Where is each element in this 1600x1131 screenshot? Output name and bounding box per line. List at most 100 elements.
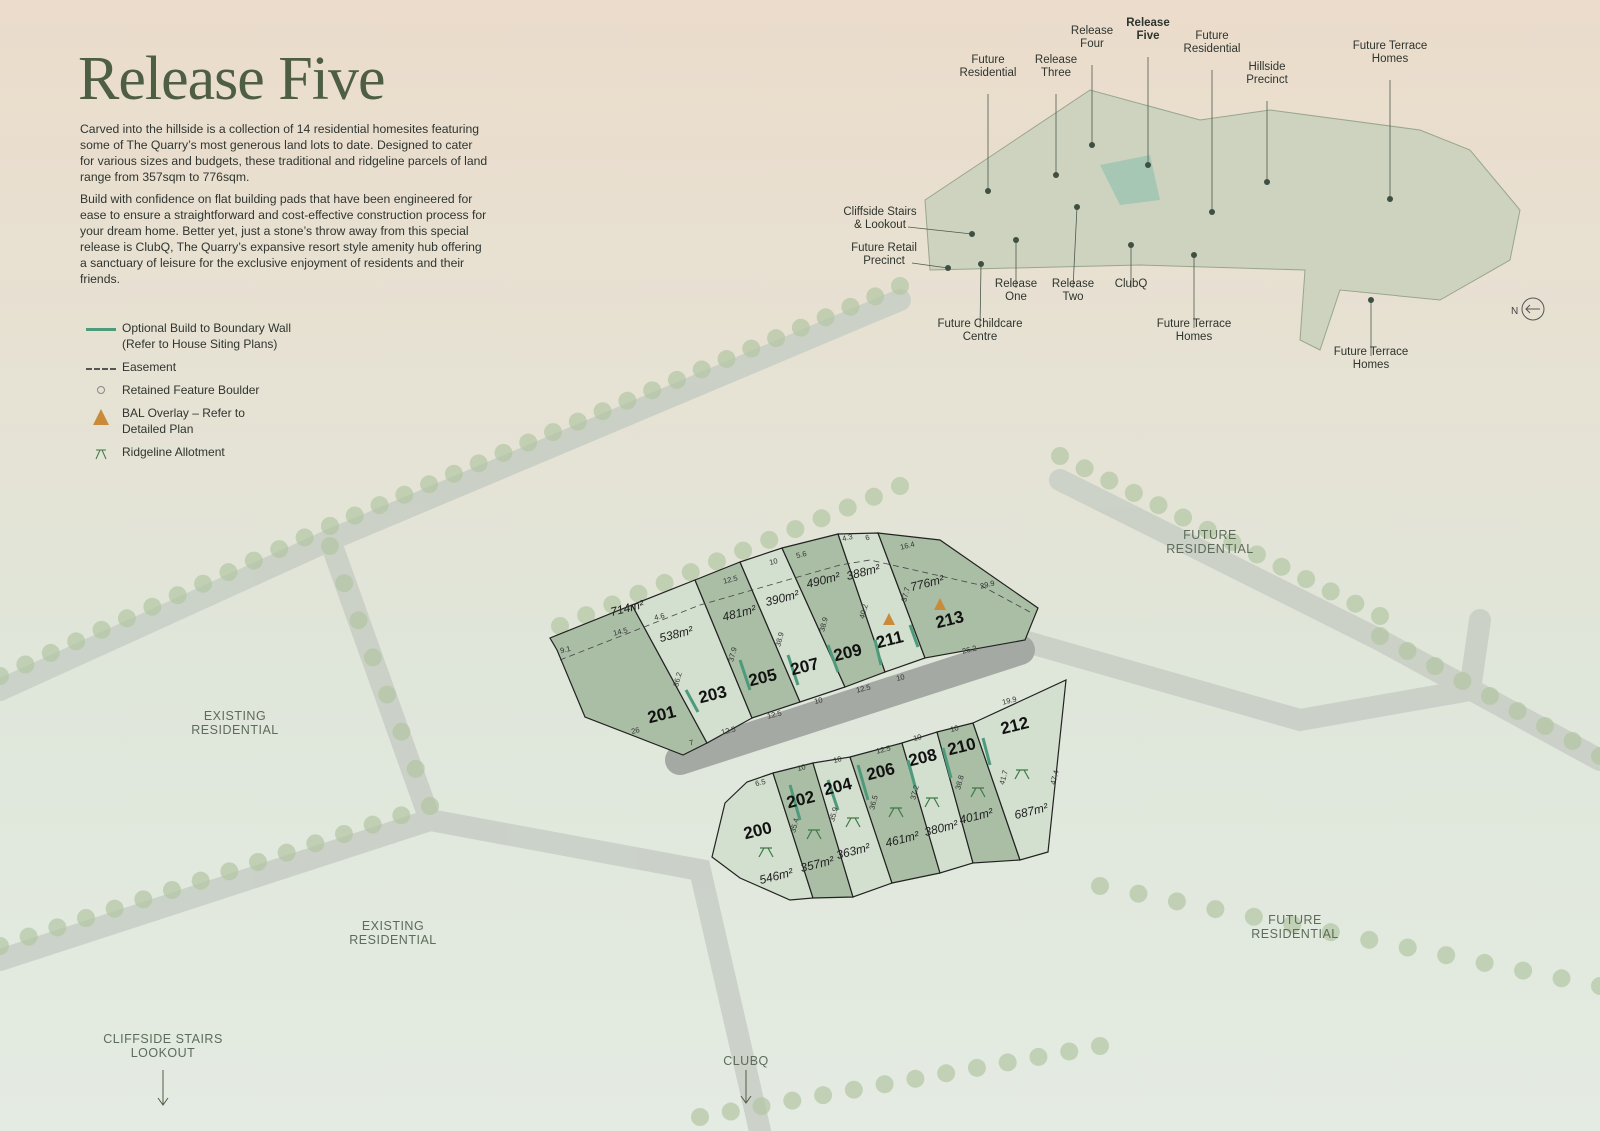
dimension-label: 12.5: [855, 682, 871, 694]
tree: [838, 498, 857, 517]
lot-213[interactable]: [877, 532, 1039, 659]
tree: [1091, 877, 1109, 895]
dashed-line-icon: [86, 368, 116, 370]
north-arrow: N: [1511, 297, 1545, 321]
inset-label-line1: Release: [1071, 25, 1113, 37]
dimension-label: 12.5: [722, 573, 738, 585]
tree: [16, 655, 35, 674]
tree: [270, 540, 289, 559]
tree: [1321, 582, 1340, 601]
triangle-icon: [93, 409, 109, 425]
tree: [277, 843, 296, 862]
area-label-line2: RESIDENTIAL: [191, 723, 278, 737]
tree: [816, 308, 835, 327]
bal-triangle-icon: [883, 613, 895, 625]
inset-label-line1: Release: [1126, 17, 1169, 29]
tree: [691, 1108, 709, 1126]
legend-sublabel: (Refer to House Siting Plans): [122, 337, 278, 351]
tree: [1371, 627, 1389, 645]
ridgeline-icon: [845, 817, 861, 828]
tree: [370, 496, 389, 515]
inset-label-line1: Future: [971, 54, 1004, 66]
location-dot-icon: [1053, 172, 1059, 178]
lot-200[interactable]: [711, 772, 814, 901]
tree: [1100, 471, 1119, 490]
masterplan-inset: FutureResidentialReleaseThreeReleaseFour…: [843, 17, 1545, 371]
inset-label-line2: Homes: [1176, 331, 1213, 343]
tree: [593, 402, 612, 421]
tree: [363, 648, 382, 667]
ridgeline-icon: [1014, 769, 1030, 780]
tree: [760, 530, 779, 549]
tree: [1481, 687, 1499, 705]
inset-label-line2: Three: [1041, 67, 1071, 79]
location-dot-icon: [1387, 196, 1393, 202]
tree: [1124, 483, 1143, 502]
tree: [1075, 459, 1094, 478]
inset-labels: FutureResidentialReleaseThreeReleaseFour…: [843, 17, 1427, 371]
tree: [519, 433, 538, 452]
tree: [191, 871, 210, 890]
area-label-line1: EXISTING: [204, 709, 266, 723]
inset-label-line1: Future Childcare: [937, 318, 1022, 330]
dimension-label: 9.1: [559, 644, 571, 655]
dimension-label: 10: [796, 762, 806, 773]
tree: [655, 573, 674, 592]
intro-paragraph: Build with confidence on flat building p…: [80, 192, 487, 286]
tree: [1247, 545, 1266, 564]
inset-label-line1: Future Terrace: [1353, 40, 1428, 52]
tree: [134, 890, 153, 909]
inset-label-line2: Homes: [1353, 359, 1390, 371]
trees: [0, 277, 1600, 1126]
tree: [866, 287, 885, 306]
tree: [1283, 915, 1302, 934]
tree: [1272, 557, 1291, 576]
tree: [603, 595, 622, 614]
legend-label: Ridgeline Allotment: [122, 445, 225, 459]
arrow-icon: [740, 1070, 752, 1104]
tree: [841, 297, 860, 316]
tree: [568, 412, 587, 431]
easement-lines: [559, 559, 1031, 661]
tree: [1426, 657, 1444, 675]
tree: [1321, 923, 1340, 942]
tree: [937, 1064, 956, 1083]
inset-label-line2: Precinct: [863, 255, 905, 267]
tree: [1563, 732, 1582, 750]
inset-label-line1: Future: [1195, 30, 1228, 42]
ridgeline-icon: [970, 787, 986, 798]
tree: [1129, 884, 1148, 903]
tree: [767, 329, 786, 348]
arrow-icon: [157, 1070, 169, 1106]
inset-label-line1: Cliffside Stairs: [843, 206, 917, 218]
tree: [1060, 1042, 1079, 1061]
bal-triangle-icon: [934, 598, 946, 610]
inset-label-line2: Residential: [960, 67, 1017, 79]
tree: [67, 632, 86, 651]
tree: [19, 927, 38, 946]
dimension-label: 38.9: [817, 616, 829, 632]
dimension-label: 12.5: [720, 724, 736, 736]
dimension-label: 10: [912, 732, 922, 743]
tree: [244, 551, 263, 570]
dimension-label: 38.8: [953, 774, 965, 790]
inset-label-line2: Two: [1062, 291, 1083, 303]
tree: [406, 759, 425, 778]
inset-label-line1: Future Terrace: [1157, 318, 1232, 330]
area-label-line2: LOOKOUT: [131, 1046, 196, 1060]
tree: [1223, 533, 1242, 552]
tree: [618, 391, 637, 410]
tree: [345, 506, 364, 525]
inset-label-line2: Residential: [1184, 43, 1241, 55]
legend: Optional Build to Boundary Wall(Refer to…: [80, 320, 291, 467]
tree: [692, 360, 711, 379]
location-dot-icon: [1209, 209, 1215, 215]
tree: [844, 1080, 863, 1099]
dimension-label: 10: [832, 754, 842, 765]
inset-label-line1: Future Retail: [851, 242, 917, 254]
location-dot-icon: [969, 231, 975, 237]
tree: [1536, 717, 1554, 735]
ridgeline-icon: [758, 847, 774, 858]
tree: [1514, 961, 1533, 980]
